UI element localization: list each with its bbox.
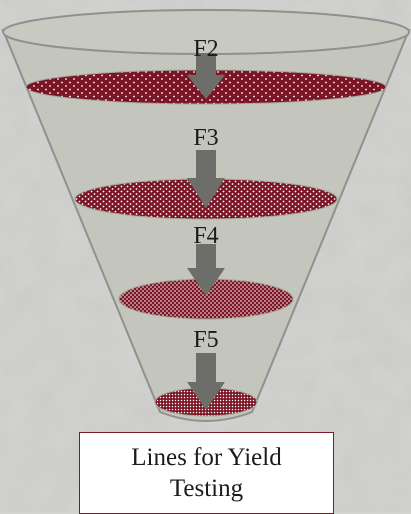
stage-label-f3: F3	[193, 125, 218, 151]
caption-box: Lines for Yield Testing	[79, 432, 334, 514]
caption-line-2: Testing	[170, 473, 243, 504]
stage-label-f4: F4	[193, 223, 218, 249]
stage-label-f2: F2	[193, 36, 218, 62]
caption-line-1: Lines for Yield	[131, 442, 281, 473]
stage-label-f5: F5	[193, 327, 218, 353]
